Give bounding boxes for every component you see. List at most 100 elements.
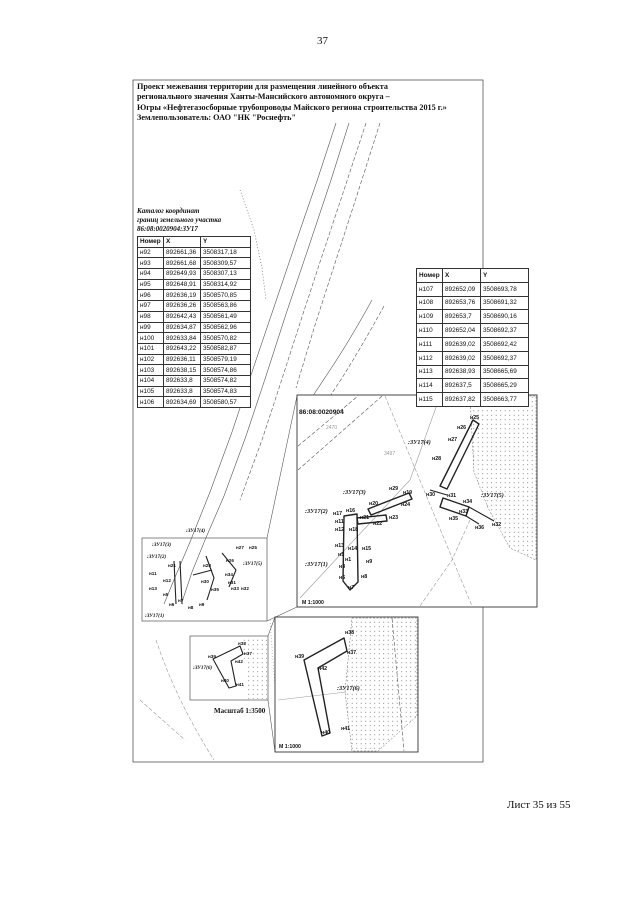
point-label: н6	[169, 602, 175, 607]
y-coordinate-cell: 3508691,32	[480, 295, 529, 311]
parcel-outline	[342, 513, 359, 591]
main-scale-label: Масштаб 1:3500	[214, 707, 266, 715]
point-label: н26	[457, 425, 466, 431]
y-coordinate-cell: 3508570,82	[200, 332, 251, 344]
point-label: н8	[188, 605, 194, 610]
y-coordinate-cell: 3508665,29	[480, 378, 529, 394]
forest-area	[469, 395, 537, 561]
x-coordinate-cell: 892648,91	[163, 278, 201, 291]
point-label: н23	[389, 515, 398, 521]
point-number-cell: н100	[137, 332, 164, 344]
pipeline-line	[296, 305, 385, 447]
point-number-cell: н113	[416, 364, 443, 380]
parcel-label: :ЗУ17(2)	[147, 553, 166, 560]
parcel-label: :ЗУ17(4)	[408, 439, 431, 446]
x-coordinate-cell: 892642,43	[163, 310, 201, 323]
plot-number-label: 2470	[326, 425, 337, 431]
point-label: н31	[447, 493, 456, 499]
point-label: н18	[349, 527, 358, 533]
point-label: н11	[149, 571, 157, 576]
point-number-cell: н92	[137, 246, 164, 259]
point-label: н1	[345, 557, 351, 563]
x-coordinate-cell: 892638,93	[442, 364, 481, 380]
point-number-cell: н104	[137, 374, 164, 387]
y-coordinate-cell: 3508309,57	[200, 257, 251, 270]
column-header-y: Y	[200, 236, 251, 248]
point-label: н11	[335, 519, 344, 525]
point-label: н39	[208, 654, 216, 659]
y-coordinate-cell: 3508307,13	[200, 268, 251, 280]
point-label: н12	[163, 578, 171, 583]
point-label: н21	[168, 563, 176, 568]
parcel-label: :ЗУ17(1)	[145, 612, 164, 619]
point-label: н17	[333, 511, 342, 517]
parcel-label: :ЗУ17(1)	[305, 561, 328, 568]
point-label: н34	[463, 499, 472, 505]
point-label: н37	[244, 651, 252, 656]
overview-detail-box	[189, 635, 269, 701]
y-coordinate-cell: 3508314,92	[200, 278, 251, 291]
x-coordinate-cell: 892636,26	[163, 300, 201, 312]
y-coordinate-cell: 3508579,19	[200, 353, 251, 366]
x-coordinate-cell: 892653,7	[442, 309, 481, 325]
catalog-heading-line: Каталог координат	[137, 207, 200, 215]
forest-boundary-line	[155, 639, 215, 761]
x-coordinate-cell: 892639,02	[442, 350, 481, 366]
point-number-cell: н111	[416, 336, 443, 352]
column-header-y: Y	[480, 268, 529, 283]
x-coordinate-cell: 892633,8	[163, 374, 201, 387]
point-number-cell: н106	[137, 396, 164, 408]
point-label: н38	[238, 641, 246, 646]
table-header-row: Номер X Y	[137, 236, 251, 248]
point-label: н6	[339, 575, 345, 581]
zoom-leader-line	[266, 395, 298, 622]
y-coordinate-cell: 3508663,77	[480, 392, 529, 407]
point-number-cell: н95	[137, 278, 164, 291]
table-header-row: Номер X Y	[416, 268, 529, 283]
point-label: н12	[335, 527, 344, 533]
inset-scale-label: М 1:1000	[279, 744, 301, 750]
parcel-label: :ЗУ17(6)	[193, 664, 212, 671]
point-label: н15	[362, 546, 371, 552]
point-label: н16	[346, 508, 355, 514]
point-label: н19	[403, 490, 412, 496]
x-coordinate-cell: 892636,19	[163, 289, 201, 302]
y-coordinate-cell: 3508574,83	[200, 385, 251, 398]
point-label: н35	[449, 516, 458, 522]
point-number-cell: н99	[137, 321, 164, 334]
boundary-line	[299, 395, 441, 599]
point-label: н8	[361, 574, 367, 580]
point-number-cell: н114	[416, 378, 443, 394]
x-coordinate-cell: 892643,22	[163, 342, 201, 355]
road-edge-line	[297, 395, 359, 447]
y-coordinate-cell: 3508693,78	[480, 281, 529, 297]
y-coordinate-cell: 3508692,37	[480, 323, 529, 338]
parcel-outline	[439, 419, 480, 490]
point-label: н42	[235, 659, 243, 664]
point-label: н5	[338, 552, 344, 558]
corridor-boundary-line	[295, 122, 381, 389]
point-number-cell: н102	[137, 353, 164, 366]
point-number-cell: н112	[416, 350, 443, 366]
parcel-outline	[221, 552, 237, 588]
x-coordinate-cell: 892652,09	[442, 281, 481, 297]
sheet-counter: Лист 35 из 55	[507, 799, 571, 811]
parcel-label: :ЗУ17(3)	[152, 541, 171, 548]
point-label: н31	[228, 580, 236, 585]
column-header-number: Номер	[137, 236, 164, 248]
